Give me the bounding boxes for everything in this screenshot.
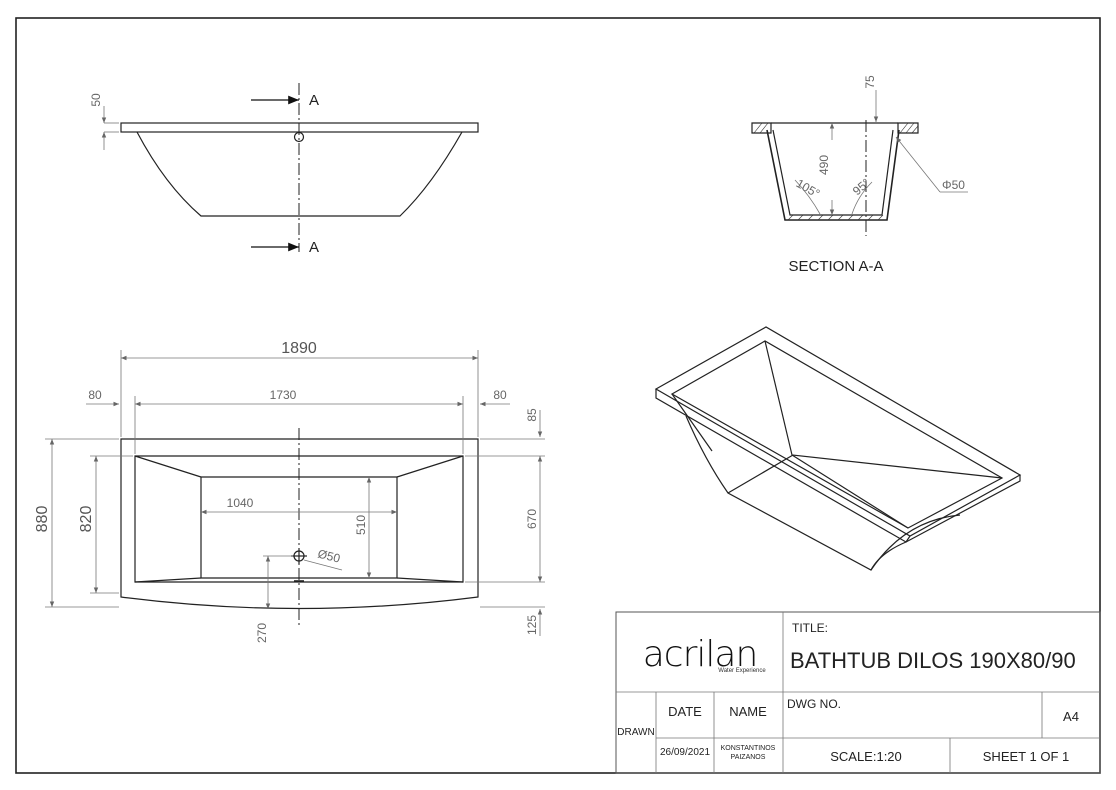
drawn-label: DRAWN: [617, 727, 654, 738]
drawn-date: 26/09/2021: [660, 747, 710, 758]
company-logo: acrilan: [643, 634, 758, 675]
dim-drain-offset: 270: [255, 623, 269, 643]
section-outer-wall: [766, 129, 900, 221]
dim-section-drain: Φ50: [942, 178, 965, 192]
dim-overall-length: 1890: [281, 340, 317, 357]
title-label: TITLE:: [792, 621, 828, 635]
dim-section-rim: 75: [863, 75, 877, 89]
dim-left-rim: 80: [88, 388, 102, 402]
drawing-title: BATHTUB DILOS 190X80/90: [790, 648, 1076, 673]
name-header: NAME: [729, 704, 767, 719]
section-view: 490 75 105° 95° Φ50 SECTION A-A: [751, 75, 968, 275]
isometric-view: [654, 326, 1022, 571]
dim-section-depth: 490: [817, 155, 831, 175]
dim-inner-length: 1730: [270, 388, 297, 402]
drawn-name-line2: PAIZANOS: [731, 754, 766, 761]
dim-bottom-length: 1040: [227, 496, 254, 510]
date-header: DATE: [668, 704, 702, 719]
dwg-no-label: DWG NO.: [787, 697, 841, 711]
section-marker-top: A: [309, 92, 319, 109]
dim-angle-left: 105°: [794, 176, 823, 201]
dim-rim-height: 50: [89, 93, 103, 107]
drawn-name-line1: KONSTANTINOS: [721, 745, 776, 752]
sheet-border: [15, 17, 1101, 774]
section-inner-wall: [772, 129, 894, 216]
dim-top-rim: 85: [525, 408, 539, 422]
section-marker-bottom: A: [309, 239, 319, 256]
dim-inner-width: 820: [78, 506, 95, 533]
dim-plan-drain: Ø50: [316, 547, 342, 566]
plan-outer-outline: [120, 438, 479, 610]
dim-bottom-rim: 125: [525, 615, 539, 635]
dim-bottom-width: 510: [354, 515, 368, 535]
section-title: SECTION A-A: [788, 258, 883, 275]
plan-view: 1890 1730 80 80 880 820 85 670 125: [34, 340, 545, 643]
dim-angle-right: 95°: [850, 176, 873, 199]
dim-right-rim: 80: [493, 388, 507, 402]
dim-overall-width: 880: [34, 506, 51, 533]
title-block: acrilan Water Experience TITLE: BATHTUB …: [615, 611, 1101, 774]
company-tagline: Water Experience: [718, 668, 766, 674]
sheet-number: SHEET 1 OF 1: [983, 749, 1069, 764]
side-view-body: [136, 131, 463, 217]
scale-value: SCALE:1:20: [830, 749, 902, 764]
sheet-size: A4: [1063, 709, 1079, 724]
side-view: A A 50: [89, 83, 479, 256]
dim-inner-depth-width: 670: [525, 509, 539, 529]
side-view-drain-marker: [293, 131, 305, 143]
